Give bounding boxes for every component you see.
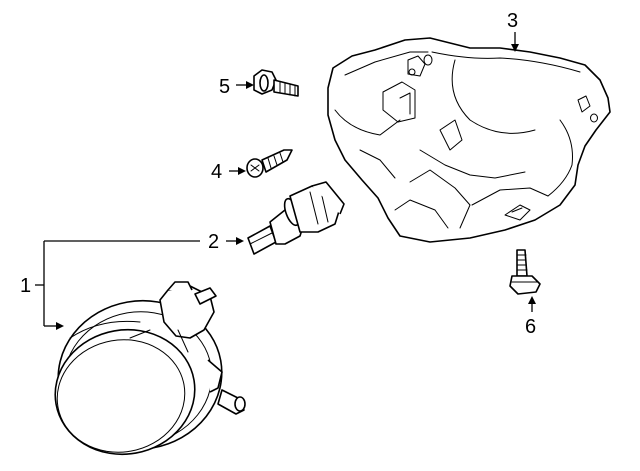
screw-part-4 <box>246 149 293 178</box>
leader-6 <box>528 296 536 312</box>
callout-3: 3 <box>507 10 518 32</box>
leader-3 <box>511 32 519 52</box>
callout-1: 1 <box>20 275 31 297</box>
callout-5: 5 <box>219 76 230 98</box>
callout-6: 6 <box>525 316 536 338</box>
bolt-part-5 <box>253 69 299 97</box>
fog-lamp-part-1 <box>54 281 246 456</box>
mounting-bracket-part <box>327 37 611 243</box>
leader-1 <box>35 240 200 330</box>
callout-2: 2 <box>208 231 219 253</box>
leader-2 <box>226 237 244 245</box>
bulb-part-2 <box>247 181 345 255</box>
leader-5 <box>236 81 254 89</box>
bolt-part-6 <box>509 249 541 295</box>
leader-4 <box>229 167 246 175</box>
callout-4: 4 <box>211 161 222 183</box>
